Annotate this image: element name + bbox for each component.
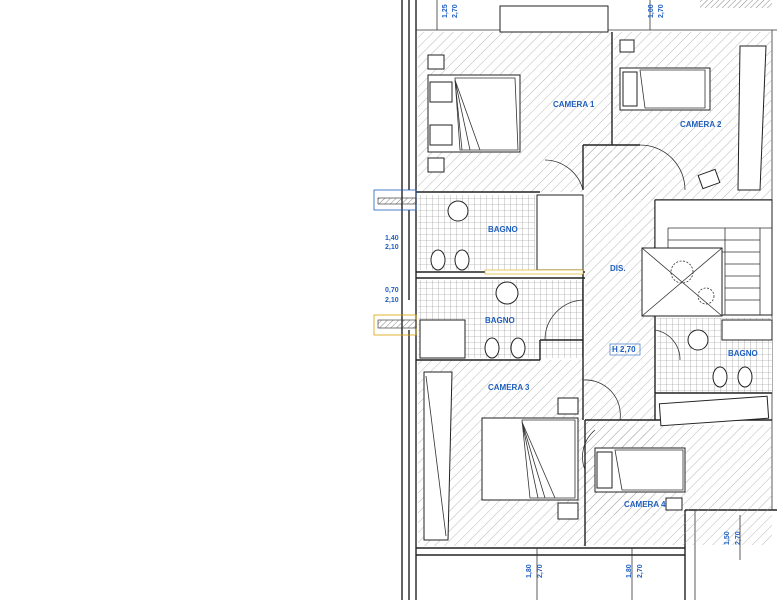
toilet — [430, 249, 446, 271]
dimension-lines — [436, 0, 741, 600]
wardrobe — [423, 371, 453, 541]
dim-bottom-mid-b: 2,70 — [637, 564, 644, 578]
dim-bottom-left-a: 1,80 — [526, 564, 533, 578]
dim-top-left-b: 2,70 — [452, 4, 459, 18]
label-bagno-b: BAGNO — [485, 316, 515, 325]
dim-top-mid-a: 1,00 — [648, 4, 655, 18]
toilet — [484, 337, 500, 359]
label-height: H 2,70 — [612, 345, 636, 354]
label-camera3: CAMERA 3 — [488, 383, 530, 392]
label-dis: DIS. — [610, 264, 626, 273]
sink — [687, 329, 709, 351]
camera2-furniture — [619, 39, 767, 191]
staircase — [641, 199, 773, 317]
dim-bottom-left-b: 2,70 — [537, 564, 544, 578]
dim-top-left-a: 1,25 — [442, 4, 449, 18]
bagno-c-fixtures — [687, 319, 773, 388]
label-camera4: CAMERA 4 — [624, 500, 666, 509]
toilet — [712, 366, 728, 388]
shower — [721, 319, 773, 341]
label-camera1: CAMERA 1 — [553, 100, 595, 109]
sink — [495, 281, 519, 305]
wardrobe — [499, 5, 609, 33]
dim-left-lower-a: 0,70 — [385, 287, 399, 294]
label-bagno-a: BAGNO — [488, 225, 518, 234]
dim-left-lower-b: 2,10 — [385, 297, 399, 304]
dim-left-upper-a: 1,40 — [385, 235, 399, 242]
shower — [536, 194, 584, 271]
dim-bottom-right-a: 1,50 — [724, 531, 731, 545]
bagno-b-fixtures — [419, 281, 526, 359]
label-camera2: CAMERA 2 — [680, 120, 722, 129]
bidet — [737, 366, 753, 388]
camera3-furniture — [423, 371, 579, 541]
wall-details — [373, 0, 772, 336]
dim-bottom-right-b: 2,70 — [735, 531, 742, 545]
dim-top-mid-b: 2,70 — [658, 4, 665, 18]
label-bagno-c: BAGNO — [728, 349, 758, 358]
camera1-furniture — [427, 5, 609, 173]
dim-bottom-mid-a: 1,80 — [626, 564, 633, 578]
bagno-a-fixtures — [430, 194, 584, 271]
shower — [419, 319, 466, 359]
door-swings — [544, 144, 686, 471]
wardrobe — [658, 395, 770, 427]
camera4-furniture — [594, 395, 770, 511]
bidet — [510, 337, 526, 359]
dim-left-upper-b: 2,10 — [385, 244, 399, 251]
sink — [447, 200, 469, 222]
bidet — [454, 249, 470, 271]
wardrobe — [737, 45, 767, 191]
